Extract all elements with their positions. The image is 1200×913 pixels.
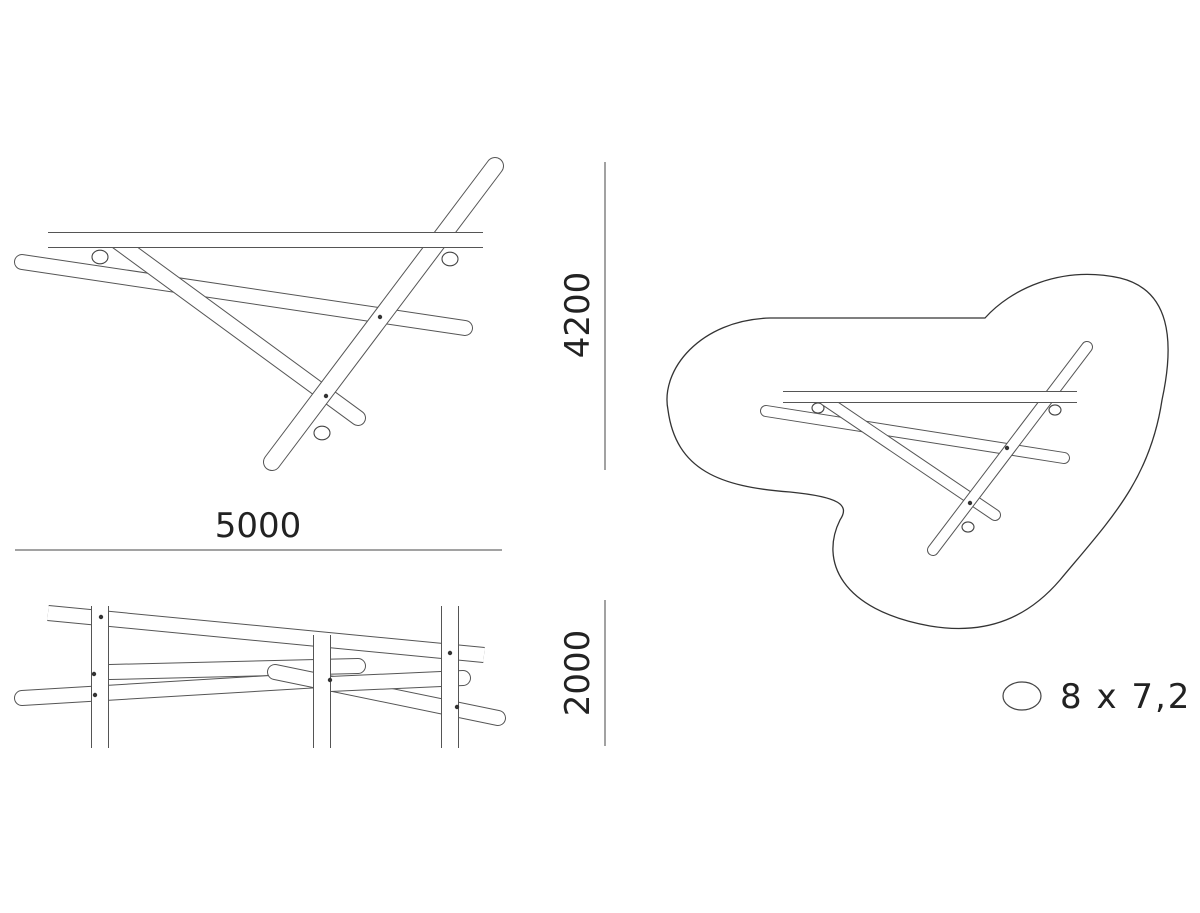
bolt (92, 692, 98, 698)
pole-body (264, 158, 503, 470)
pole (322, 670, 471, 692)
side-view (14, 605, 506, 748)
top-view (14, 157, 504, 471)
bolt (323, 393, 329, 399)
legend-text: 8 x 7,2 (1060, 677, 1191, 717)
safety-zone-outline (666, 273, 1169, 630)
pole (267, 664, 506, 726)
post-top (313, 425, 331, 441)
bolt (327, 677, 333, 683)
pole (14, 672, 328, 706)
pole (927, 341, 1093, 556)
bolt (91, 671, 97, 677)
pole-body (323, 671, 470, 691)
bolt (98, 614, 104, 620)
height-dimension-label: 2000 (558, 630, 598, 717)
bolt (454, 704, 460, 710)
plan-view-with-safety-zone (666, 273, 1169, 630)
pole-body (47, 606, 485, 662)
post-top (91, 249, 109, 265)
pole-body (268, 665, 505, 725)
bolt (447, 650, 453, 656)
bolt (967, 500, 973, 506)
post-top (961, 521, 975, 533)
ellipse-post-section-icon (1002, 681, 1042, 711)
plan-poles (760, 341, 1093, 556)
bolt (377, 314, 383, 320)
post-top (1048, 404, 1062, 416)
pole-body (15, 673, 327, 705)
depth-dimension-label: 4200 (558, 272, 598, 359)
bolt (1004, 445, 1010, 451)
width-dimension-label: 5000 (215, 506, 302, 546)
pole-body (928, 342, 1092, 555)
post-top (441, 251, 459, 267)
pole (47, 605, 485, 663)
pole (263, 157, 504, 471)
